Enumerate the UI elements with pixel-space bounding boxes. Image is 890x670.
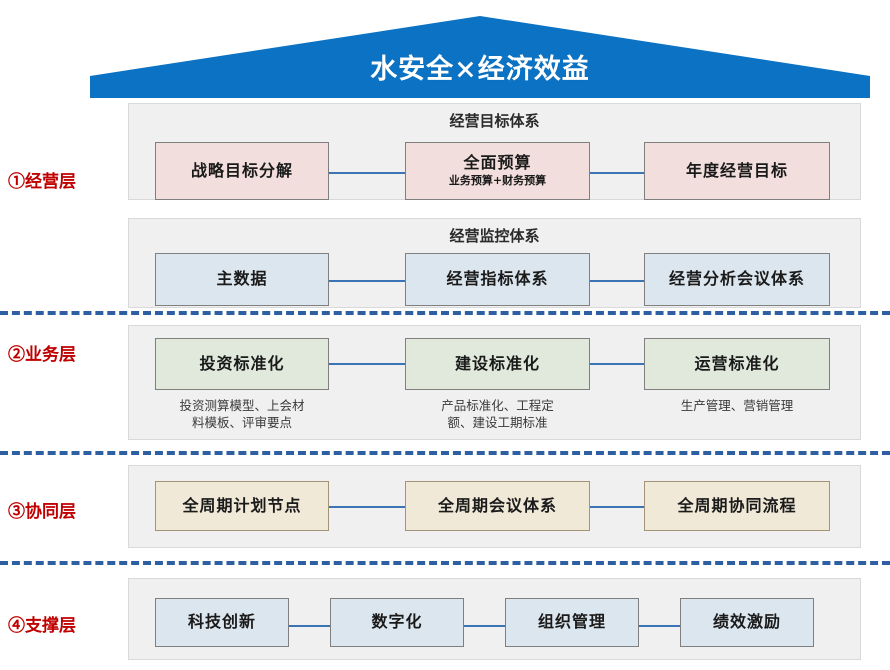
node-label: 全周期计划节点 xyxy=(182,495,302,515)
connector-support-3 xyxy=(638,625,685,627)
layer-label-business: ②业务层 xyxy=(8,345,76,365)
layer-label-support: ④支撑层 xyxy=(8,616,76,636)
node-label: 组织管理 xyxy=(537,612,606,632)
node-performance-incentive[interactable]: 绩效激励 xyxy=(680,598,814,647)
node-organization-management[interactable]: 组织管理 xyxy=(505,598,639,647)
node-comprehensive-budget[interactable]: 全面预算 业务预算+财务预算 xyxy=(405,142,590,200)
divider-1 xyxy=(0,311,890,315)
node-investment-standardization[interactable]: 投资标准化 xyxy=(155,338,329,390)
connector-monitor-1 xyxy=(327,280,405,282)
roof-shape xyxy=(90,16,870,98)
node-label: 全面预算 xyxy=(463,153,532,173)
layer-label-operations: ①经营层 xyxy=(8,172,76,192)
connector-collab-2 xyxy=(588,506,644,508)
panel-title-goal-system: 经营目标体系 xyxy=(449,112,540,130)
node-operating-analysis-meeting-system[interactable]: 经营分析会议体系 xyxy=(644,253,830,306)
panel-title-monitor-system: 经营监控体系 xyxy=(449,227,540,245)
caption-operation-standardization: 生产管理、营销管理 xyxy=(680,398,794,413)
node-annual-operating-goal[interactable]: 年度经营目标 xyxy=(644,142,830,200)
connector-monitor-2 xyxy=(588,280,644,282)
node-operation-standardization[interactable]: 运营标准化 xyxy=(644,338,830,390)
node-construction-standardization[interactable]: 建设标准化 xyxy=(405,338,590,390)
node-label: 科技创新 xyxy=(187,612,256,632)
node-full-cycle-plan-nodes[interactable]: 全周期计划节点 xyxy=(155,481,329,531)
connector-goal-1 xyxy=(327,172,405,174)
node-label: 绩效激励 xyxy=(712,612,781,632)
node-label: 运营标准化 xyxy=(694,353,780,373)
node-full-cycle-meeting-system[interactable]: 全周期会议体系 xyxy=(405,481,590,531)
node-label: 经营分析会议体系 xyxy=(668,269,805,289)
node-label: 年度经营目标 xyxy=(685,160,788,180)
node-label: 投资标准化 xyxy=(199,353,285,373)
connector-business-2 xyxy=(588,363,644,365)
node-master-data[interactable]: 主数据 xyxy=(155,253,329,306)
node-operating-indicator-system[interactable]: 经营指标体系 xyxy=(405,253,590,306)
node-digitalization[interactable]: 数字化 xyxy=(330,598,464,647)
node-label: 全周期协同流程 xyxy=(677,495,797,515)
node-tech-innovation[interactable]: 科技创新 xyxy=(155,598,289,647)
connector-collab-1 xyxy=(327,506,405,508)
connector-support-2 xyxy=(463,625,510,627)
node-label: 经营指标体系 xyxy=(446,269,549,289)
caption-investment-standardization: 投资测算模型、上会材 料模板、评审要点 xyxy=(179,398,305,430)
connector-goal-2 xyxy=(588,172,644,174)
node-label: 建设标准化 xyxy=(454,353,540,373)
node-label: 全周期会议体系 xyxy=(437,495,557,515)
node-strategic-goal-decomposition[interactable]: 战略目标分解 xyxy=(155,142,329,200)
node-full-cycle-collaboration-process[interactable]: 全周期协同流程 xyxy=(644,481,830,531)
roof-banner: 水安全×经济效益 xyxy=(90,16,870,98)
layer-label-collaboration: ③协同层 xyxy=(8,502,76,522)
caption-construction-standardization: 产品标准化、工程定 额、建设工期标准 xyxy=(441,398,554,430)
connector-business-1 xyxy=(327,363,405,365)
divider-3 xyxy=(0,561,890,565)
node-label: 数字化 xyxy=(371,612,423,632)
node-label: 战略目标分解 xyxy=(190,160,293,180)
connector-support-1 xyxy=(288,625,335,627)
divider-2 xyxy=(0,451,890,455)
node-label: 主数据 xyxy=(216,269,268,289)
node-sublabel: 业务预算+财务预算 xyxy=(448,173,547,187)
